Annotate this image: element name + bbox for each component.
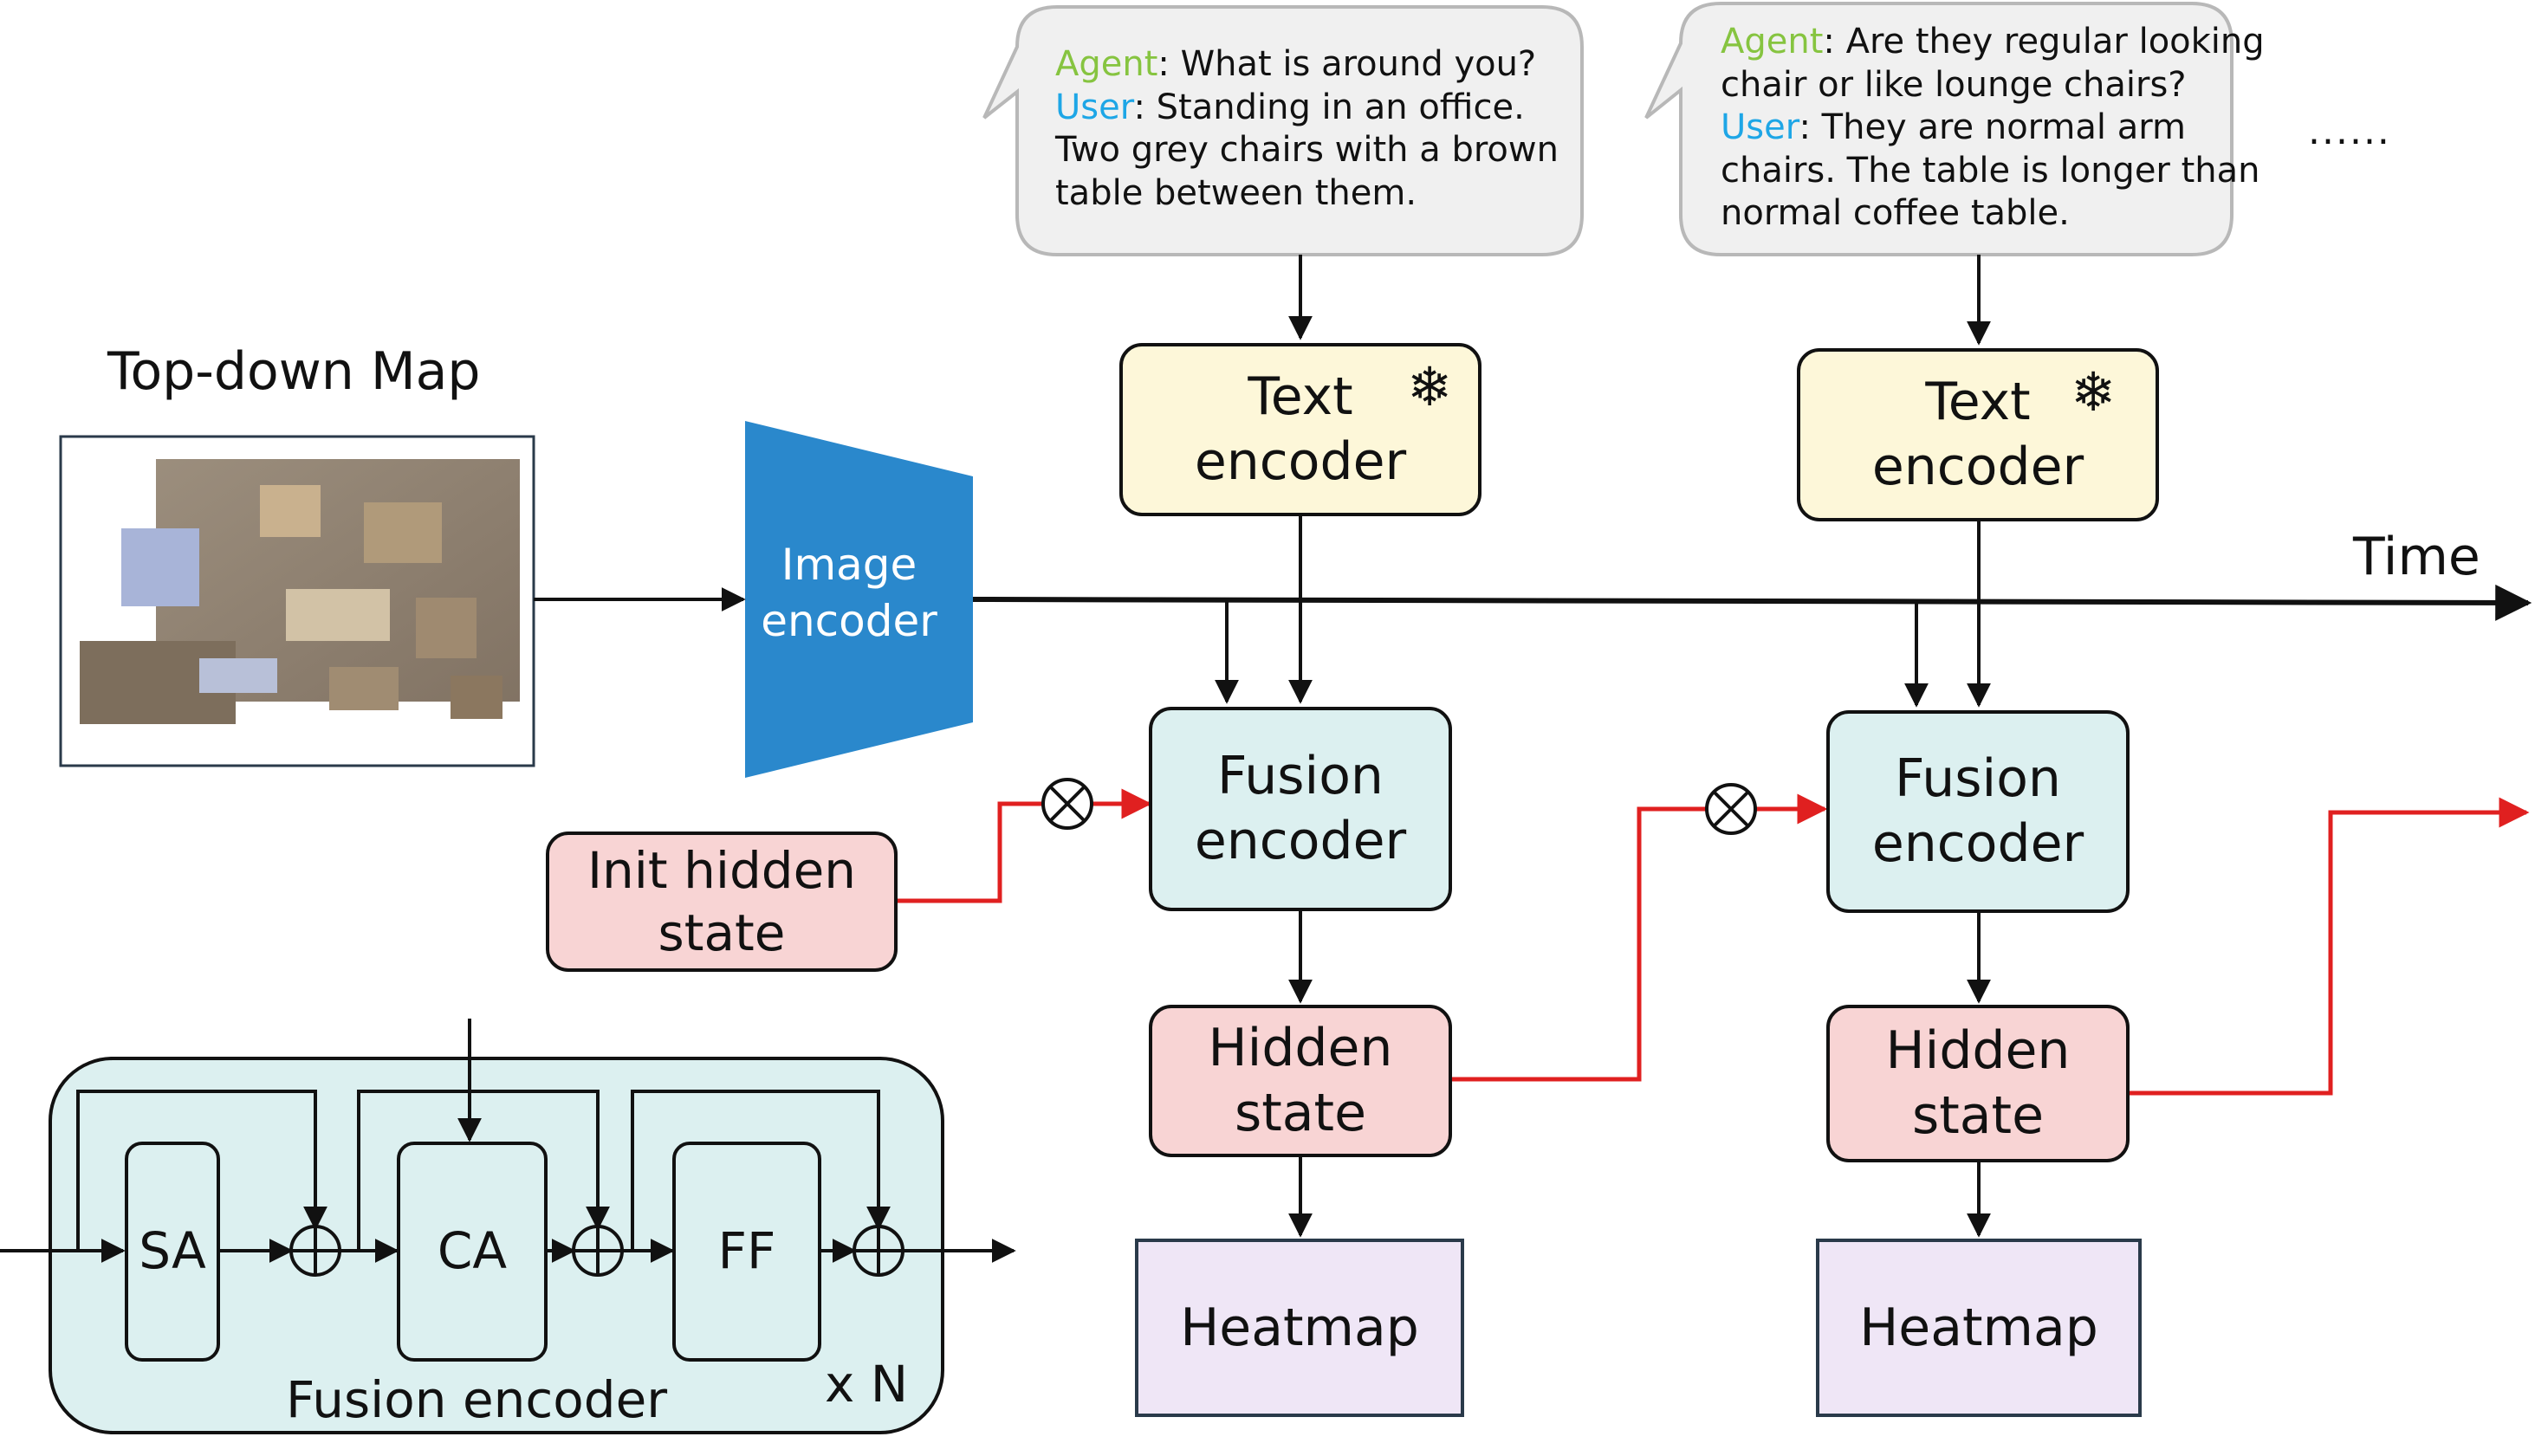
hidden-state-line2: state	[1235, 1083, 1366, 1143]
image-encoder-line2: encoder	[761, 596, 937, 646]
speech-bubble-1	[982, 5, 1584, 256]
init-hidden-state-line1: Init hidden	[587, 840, 857, 900]
fusion-encoder-1: Fusion encoder	[1149, 707, 1452, 911]
circled-times-icon	[1041, 778, 1093, 830]
map-title: Top-down Map	[107, 341, 481, 402]
heatmap-label: Heatmap	[1859, 1297, 2098, 1358]
circled-plus-icon	[289, 1225, 341, 1277]
text-encoder-line2: encoder	[1194, 431, 1407, 492]
fusion-detail-caption: Fusion encoder	[286, 1370, 668, 1429]
speech-bubble-2	[1644, 2, 2234, 256]
snowflake-icon: ❄	[2071, 360, 2116, 424]
fusion-encoder-2: Fusion encoder	[1826, 710, 2130, 913]
ellipsis: ......	[2308, 109, 2391, 153]
hidden-state-2: Hidden state	[1826, 1005, 2130, 1162]
text-encoder-line2: encoder	[1871, 437, 2084, 497]
text-encoder-1: Text encoder	[1119, 343, 1481, 516]
dialog-turn-2: Agent: Are they regular looking chair or…	[1721, 21, 2265, 236]
image-encoder-line1: Image	[781, 540, 917, 590]
fusion-encoder-line1: Fusion	[1895, 748, 2061, 809]
heatmap-1: Heatmap	[1135, 1239, 1464, 1417]
dialog-turn-1: Agent: What is around you? User: Standin…	[1055, 43, 1559, 215]
text-encoder-line1: Text	[1248, 366, 1353, 427]
image-encoder-shape	[745, 421, 973, 778]
user-text: : Standing in an office.	[1133, 87, 1525, 127]
hidden-state-line1: Hidden	[1885, 1020, 2071, 1081]
sa-block	[125, 1142, 220, 1362]
sa-label: SA	[139, 1221, 206, 1280]
user-text: table between them.	[1055, 172, 1417, 213]
agent-text: chair or like lounge chairs?	[1721, 64, 2187, 105]
time-axis	[972, 584, 2532, 621]
circled-plus-icon	[572, 1225, 624, 1277]
snowflake-icon: ❄	[1407, 355, 1452, 418]
agent-tag: Agent	[1055, 44, 1158, 84]
init-hidden-state-line2: state	[658, 903, 786, 962]
hidden-state-line2: state	[1912, 1085, 2044, 1146]
image-encoder-label: Image encoder	[745, 537, 953, 650]
text-encoder-2: Text encoder	[1797, 348, 2159, 521]
user-text: : They are normal arm	[1799, 107, 2186, 148]
hidden-state-1: Hidden state	[1149, 1005, 1452, 1157]
time-label: Time	[2353, 527, 2480, 587]
circled-times-icon	[1705, 783, 1757, 835]
heatmap-2: Heatmap	[1816, 1239, 2142, 1417]
ff-block	[672, 1142, 821, 1362]
user-tag: User	[1055, 87, 1134, 127]
heatmap-label: Heatmap	[1180, 1297, 1419, 1358]
fusion-encoder-line2: encoder	[1194, 811, 1407, 871]
recurrent-arrow-init	[898, 801, 1043, 903]
repeat-label: x N	[825, 1355, 909, 1414]
agent-text: : Are they regular looking	[1823, 22, 2265, 61]
ca-block	[397, 1142, 548, 1362]
top-down-map-image	[59, 435, 535, 767]
user-text: Two grey chairs with a brown	[1055, 130, 1559, 171]
init-hidden-state: Init hidden state	[546, 832, 898, 972]
recurrent-arrow-step1	[1449, 806, 1707, 1082]
recurrent-arrow-step2	[2128, 797, 2530, 1096]
user-text: chairs. The table is longer than	[1721, 150, 2260, 191]
text-encoder-line1: Text	[1925, 372, 2031, 432]
user-text: normal coffee table.	[1721, 193, 2070, 234]
ca-label: CA	[437, 1221, 508, 1280]
agent-text: : What is around you?	[1157, 44, 1537, 84]
user-tag: User	[1721, 107, 1799, 148]
agent-tag: Agent	[1721, 22, 1824, 61]
ff-label: FF	[717, 1221, 776, 1280]
fusion-encoder-line2: encoder	[1871, 813, 2084, 874]
fusion-encoder-line1: Fusion	[1217, 746, 1384, 806]
hidden-state-line1: Hidden	[1208, 1018, 1393, 1078]
circled-plus-icon	[853, 1225, 904, 1277]
